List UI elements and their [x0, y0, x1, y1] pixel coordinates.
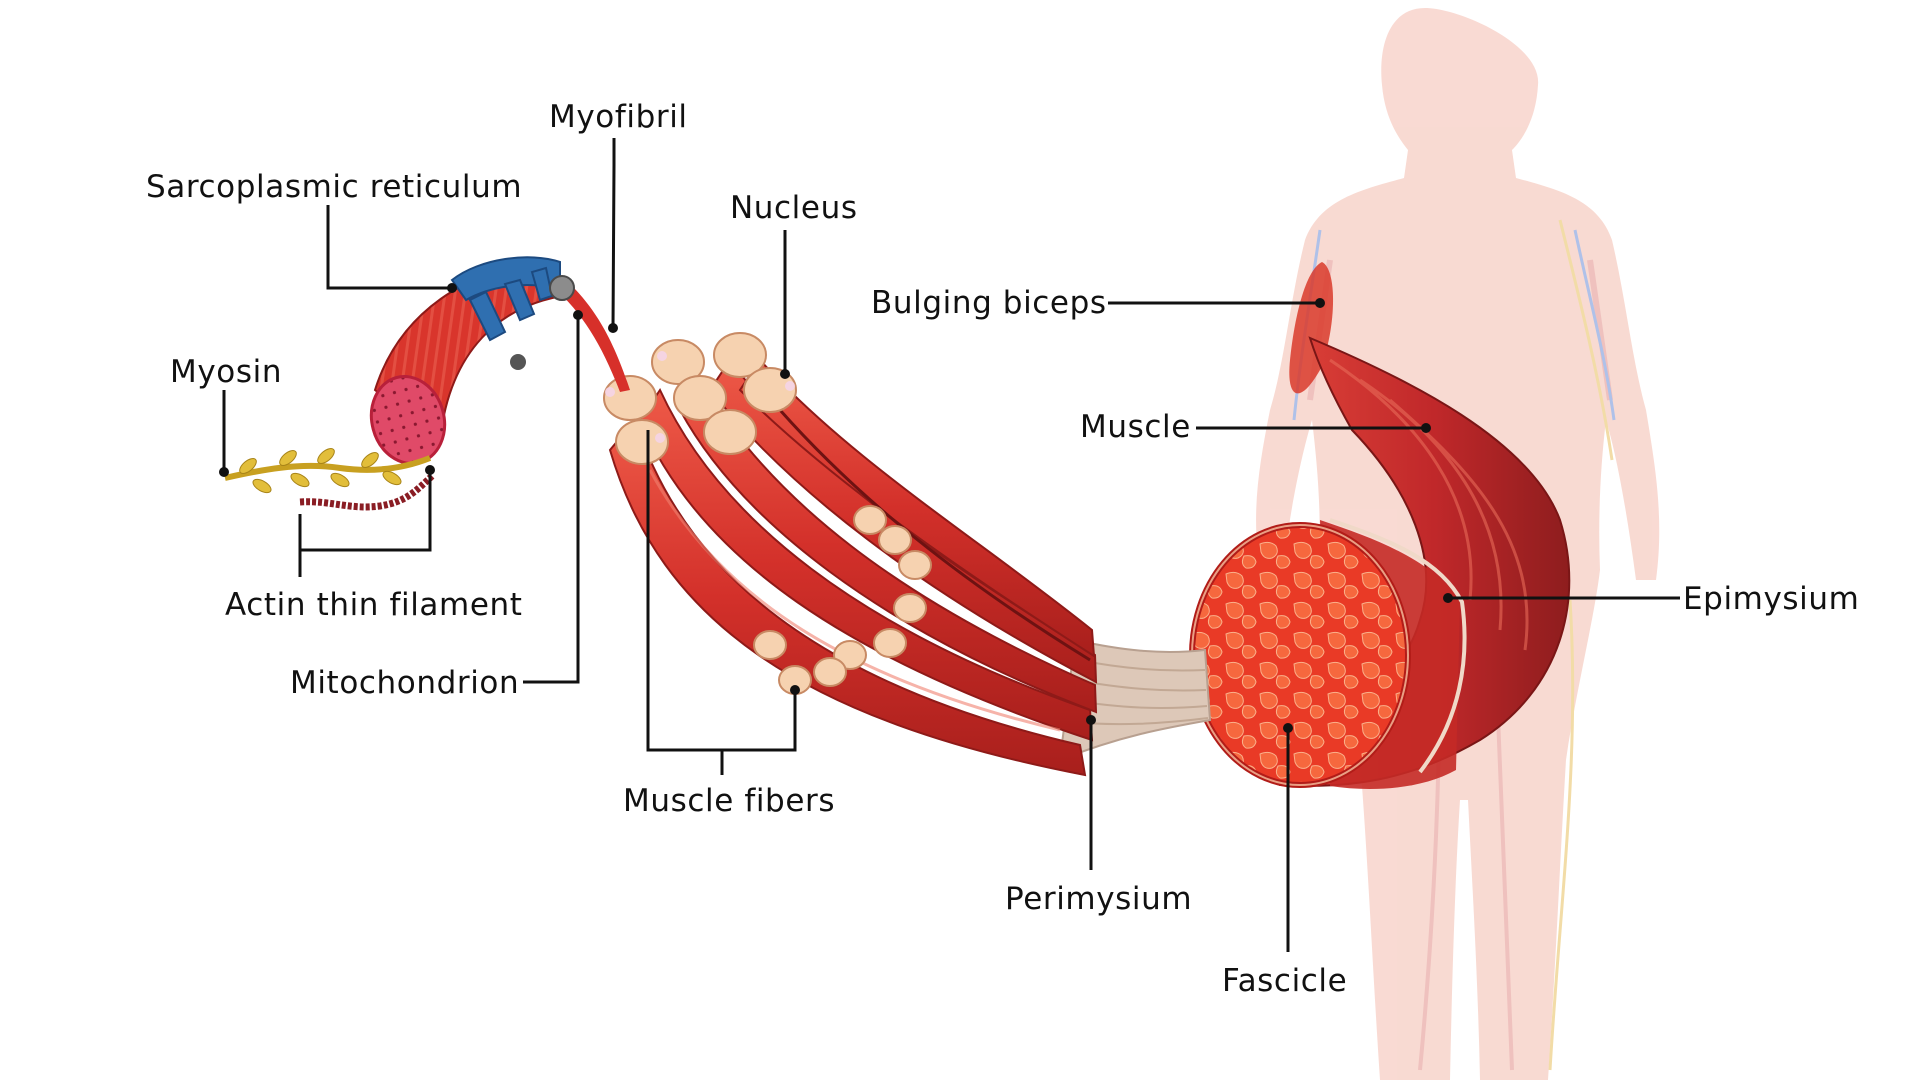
leader-dots: [219, 283, 1453, 733]
label-epimysium: Epimysium: [1683, 581, 1860, 617]
label-actin-thin-filament: Actin thin filament: [225, 587, 523, 623]
label-muscle-fibers: Muscle fibers: [623, 783, 836, 819]
mitochondrion-blob: [549, 275, 575, 301]
myosin-filament: [224, 448, 432, 494]
epimysium-seam: [1329, 518, 1467, 774]
label-nucleus: Nucleus: [730, 190, 858, 226]
muscle-fibers-bundle: [603, 332, 1098, 777]
label-mitochondrion: Mitochondrion: [290, 665, 520, 701]
label-myofibril: Myofibril: [549, 99, 688, 135]
label-myosin: Myosin: [170, 354, 283, 390]
label-fascicle: Fascicle: [1222, 963, 1348, 999]
label-sarcoplasmic-reticulum: Sarcoplasmic reticulum: [146, 169, 523, 205]
actin-filament: [299, 473, 435, 511]
muscle-cross-section: [1189, 522, 1411, 788]
leader-lines: [222, 138, 1680, 952]
sarcoplasmic-reticulum-mesh: [450, 256, 561, 342]
myofibril-strand: [548, 270, 630, 392]
label-bulging-biceps: Bulging biceps: [871, 285, 1107, 321]
label-perimysium: Perimysium: [1005, 881, 1193, 917]
label-muscle: Muscle: [1080, 409, 1191, 445]
fiber-end-caps: [603, 332, 932, 695]
